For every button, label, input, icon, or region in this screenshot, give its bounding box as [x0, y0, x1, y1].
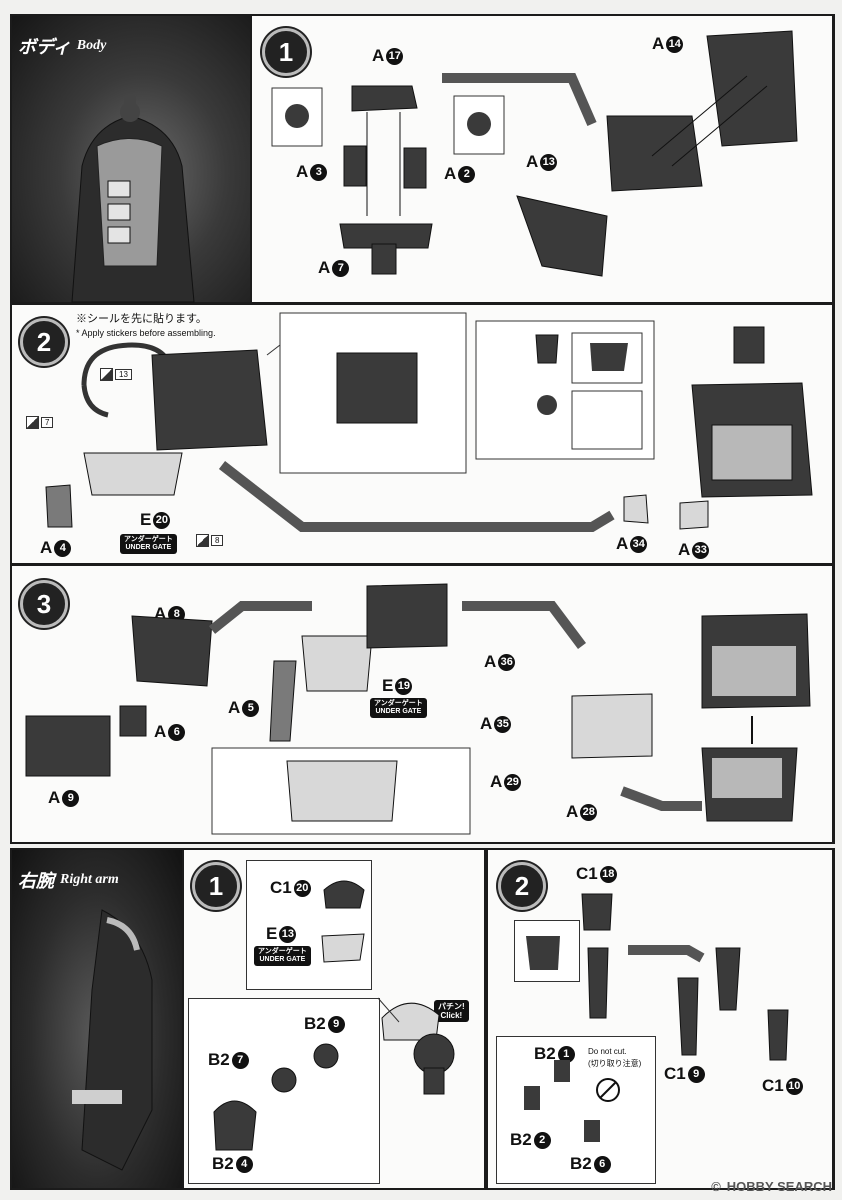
do-not-cut-en: Do not cut.: [588, 1047, 627, 1056]
right-arm-section-title: 右腕 Right arm: [18, 864, 119, 896]
right-arm-reference-photo: [12, 850, 182, 1188]
click-badge: パチン!Click!: [434, 1000, 469, 1022]
body-step-2-number: 2: [20, 318, 68, 366]
sticker-icon: [100, 368, 113, 381]
body-step-3-diagram: [25, 583, 811, 835]
sticker-7: 7: [26, 416, 54, 429]
watermark: © HOBBY SEARCH: [711, 1179, 832, 1194]
sticker-icon: [26, 416, 39, 429]
body-step-2-diagram: [45, 312, 813, 532]
body-reference-photo: [12, 16, 250, 303]
body-step-1-number: 1: [262, 28, 310, 76]
copyright-mark: ©: [711, 1179, 721, 1194]
arm-step-1-number: 1: [192, 862, 240, 910]
body-step-3-number: 3: [20, 580, 68, 628]
body-step-2-note-jp: ※シールを先に貼ります。: [76, 313, 207, 325]
arm-step-2-diagram: [524, 893, 789, 1142]
sticker-8: 8: [196, 534, 224, 547]
do-not-cut-jp: (切り取り注意): [588, 1059, 642, 1068]
sticker-icon: [196, 534, 209, 547]
right-arm-photo-figure: [72, 909, 153, 1171]
sticker-13: 13: [100, 368, 132, 381]
body-title-en: Body: [76, 38, 107, 53]
body-step-1-diagram: [271, 30, 798, 277]
body-photo-figure: [71, 96, 195, 303]
right-arm-title-jp: 右腕: [18, 871, 54, 892]
body-section-title: ボディ Body: [18, 30, 106, 62]
arm-step-2-detail-box: [496, 1036, 656, 1184]
watermark-logo: HOBBY SEARCH: [726, 1179, 832, 1194]
arm-step-1-diagram: [213, 880, 455, 1151]
arm-step-2-number: 2: [498, 862, 546, 910]
body-title-jp: ボディ: [18, 37, 71, 58]
right-arm-title-en: Right arm: [60, 872, 119, 887]
body-step-2-note-en: * Apply stickers before assembling.: [76, 328, 216, 338]
